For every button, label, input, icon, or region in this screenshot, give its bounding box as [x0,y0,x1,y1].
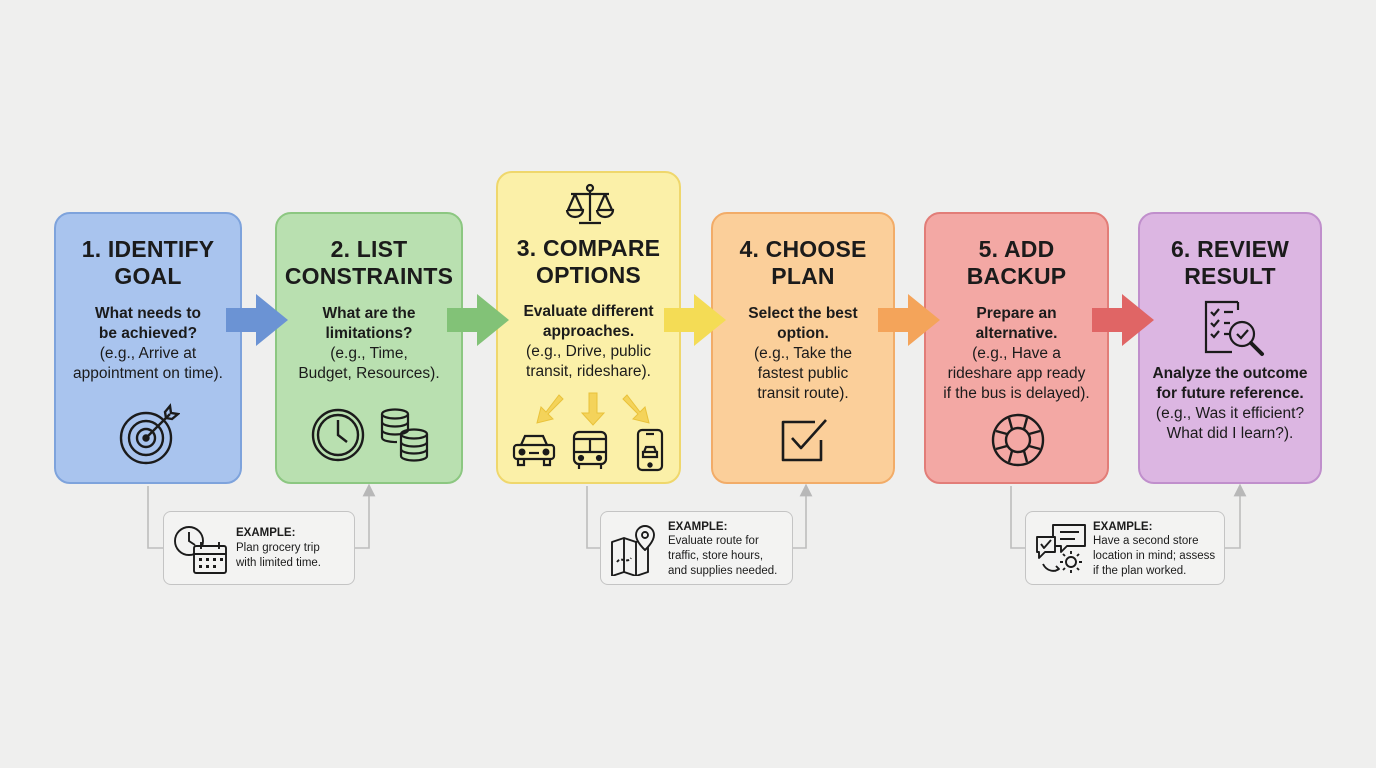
step-example-text: (e.g., Arrive at appointment on time). [73,345,223,382]
step-description: Analyze the outcome for future reference… [1146,364,1314,444]
map-pin-icon [611,525,655,576]
step-question: Evaluate different approaches. [523,303,654,340]
life-ring-icon [991,413,1045,467]
clock-calendar-icon [174,526,227,574]
example-label: EXAMPLE: [668,521,728,533]
step-example-text: (e.g., Take the fastest public transit r… [754,345,852,402]
step-description: What needs to be achieved? (e.g., Arrive… [62,304,234,384]
step-card-review-result: 6. REVIEW RESULT Analyze the outcome for… [1138,212,1322,484]
flow-arrow-3 [664,294,726,346]
step-description: What are the limitations? (e.g., Time, B… [283,304,455,384]
example-box-2: EXAMPLE: Evaluate route for traffic, sto… [600,511,793,585]
checkbox-icon [781,419,827,462]
step-title: 1. IDENTIFY GOAL [81,236,215,289]
step-example-text: (e.g., Drive, public transit, rideshare)… [526,343,651,380]
option-arrows-icon [536,392,650,426]
step-question: Analyze the outcome for future reference… [1152,365,1308,402]
step-example-text: (e.g., Have a rideshare app ready if the… [943,345,1090,402]
step-question: What needs to be achieved? [95,305,201,342]
step-question: Select the best option. [748,305,858,342]
step-card-list-constraints: 2. LIST CONSTRAINTS What are the limitat… [275,212,463,484]
coins-icon [380,408,429,462]
example-label: EXAMPLE: [1093,521,1153,533]
step-card-add-backup: 5. ADD BACKUP Prepare an alternative. (e… [924,212,1109,484]
step-title: 3. COMPARE OPTIONS [516,235,661,288]
example-text: Evaluate route for traffic, store hours,… [668,535,778,577]
flow-arrow-2 [447,294,509,346]
step-question: What are the limitations? [322,305,416,342]
step-title: 2. LIST CONSTRAINTS [284,236,454,289]
step-description: Prepare an alternative. (e.g., Have a ri… [932,304,1101,404]
step-card-identify-goal: 1. IDENTIFY GOAL What needs to be achiev… [54,212,242,484]
step-example-text: (e.g., Time, Budget, Resources). [298,345,440,382]
step-question: Prepare an alternative. [975,305,1058,342]
example-text: Plan grocery trip with limited time. [236,542,321,569]
target-icon [119,403,180,465]
flow-arrow-1 [226,294,288,346]
flow-arrow-5 [1092,294,1154,346]
step-title: 4. CHOOSE PLAN [739,236,867,289]
step-card-compare-options: 3. COMPARE OPTIONS Evaluate different ap… [496,171,681,484]
balance-scale-icon [565,183,615,225]
example-label: EXAMPLE: [236,527,296,539]
step-card-choose-plan: 4. CHOOSE PLAN Select the best option. (… [711,212,895,484]
step-title: 5. ADD BACKUP [966,236,1067,289]
flow-arrow-4 [878,294,940,346]
example-box-1: EXAMPLE: Plan grocery trip with limited … [163,511,355,585]
step-title: 6. REVIEW RESULT [1170,236,1290,289]
chat-gear-icon [1036,524,1086,573]
example-box-3: EXAMPLE: Have a second store location in… [1025,511,1225,585]
checklist-magnifier-icon [1204,300,1264,356]
step-description: Select the best option. (e.g., Take the … [719,304,887,404]
bus-icon [572,430,608,469]
example-text: Have a second store location in mind; as… [1093,535,1216,577]
step-example-text: (e.g., Was it efficient? What did I lear… [1155,405,1305,442]
smartphone-icon [636,428,664,472]
car-icon [512,434,556,467]
step-description: Evaluate different approaches. (e.g., Dr… [504,302,673,382]
clock-icon [311,408,365,462]
